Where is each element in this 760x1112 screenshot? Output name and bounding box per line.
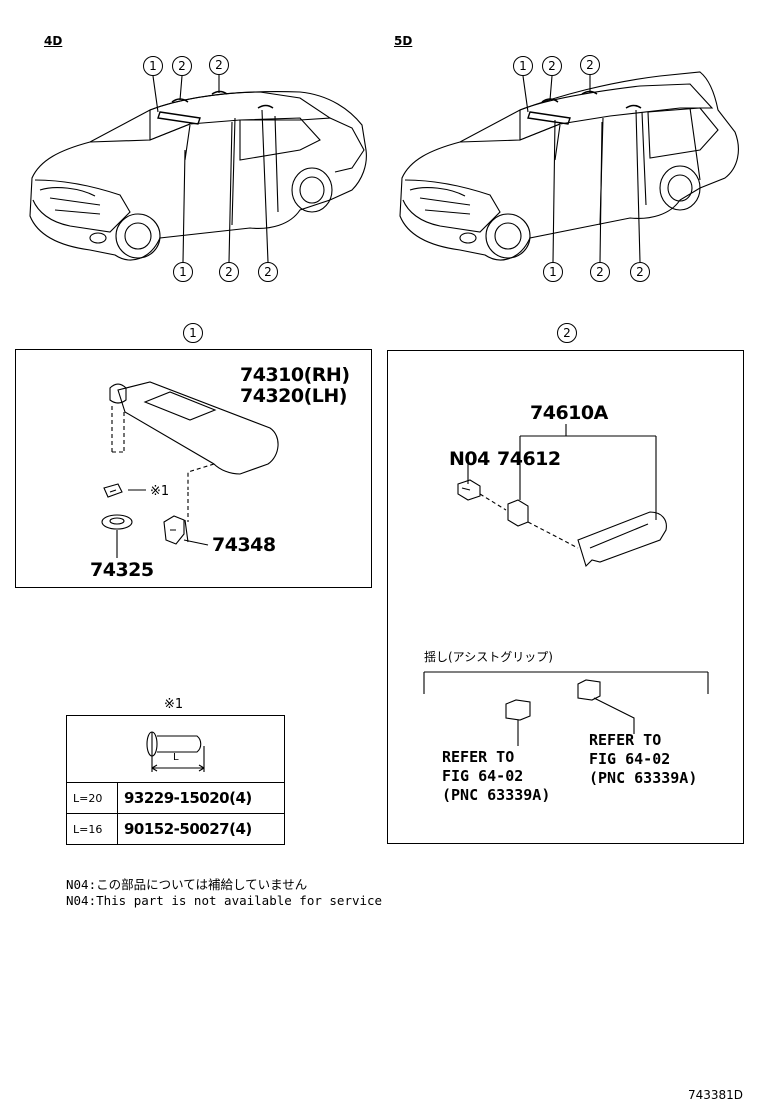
refer-note-right: REFER TO FIG 64-02 (PNC 63339A) [589, 731, 698, 787]
screw-part-cell: 93229-15020(4) [117, 782, 285, 814]
screw-length-cell: L=16 [66, 813, 118, 845]
table-row: L=20 93229-15020(4) [66, 782, 285, 814]
screw-reference-mark: ※1 [150, 484, 170, 499]
callout-visor-wagon-top: 1 [513, 56, 533, 76]
callout-grip-wagon-bottom-a: 2 [590, 262, 610, 282]
screw-icon [146, 731, 205, 772]
callout-grip-sedan-top-a: 2 [172, 56, 192, 76]
callout-visor-sedan-bottom: 1 [173, 262, 193, 282]
figure-id: 743381D [688, 1088, 744, 1102]
part-number-grip-cover: 74612 [497, 448, 561, 470]
wagon-view-label: 5D [394, 34, 413, 48]
screw-table: L L=20 93229-15020(4) L=16 90152-50027(4… [66, 715, 285, 845]
visor-panel [15, 349, 372, 588]
group2-header-callout: 2 [557, 323, 577, 343]
table-row: L=16 90152-50027(4) [66, 813, 285, 845]
length-dimension-label: L [173, 752, 179, 763]
callout-visor-wagon-bottom: 1 [543, 262, 563, 282]
callout-grip-sedan-bottom-b: 2 [258, 262, 278, 282]
callout-grip-wagon-top-b: 2 [580, 55, 600, 75]
callout-grip-sedan-top-b: 2 [209, 55, 229, 75]
group1-header-callout: 1 [183, 323, 203, 343]
part-number-holder: 74348 [212, 534, 276, 556]
callout-visor-sedan-top: 1 [143, 56, 163, 76]
screw-table-reference-mark: ※1 [164, 697, 184, 712]
assist-grip-panel [387, 350, 744, 844]
footnote-english: N04:This part is not available for servi… [66, 893, 383, 908]
screw-length-cell: L=20 [66, 782, 118, 814]
plug-section-heading: 揺し(アシストグリップ) [424, 650, 553, 664]
part-number-visor-lh: 74320(LH) [240, 385, 347, 407]
callout-grip-sedan-bottom-a: 2 [219, 262, 239, 282]
callout-grip-wagon-top-a: 2 [542, 56, 562, 76]
screw-diagram-cell: L [66, 715, 285, 783]
part-code-n04: N04 [449, 448, 490, 470]
part-number-visor-rh: 74310(RH) [240, 364, 350, 386]
footnote-japanese: N04:この部品については補給していません [66, 877, 308, 892]
part-number-assist-grip: 74610A [530, 402, 608, 424]
screw-part-cell: 90152-50027(4) [117, 813, 285, 845]
refer-note-left: REFER TO FIG 64-02 (PNC 63339A) [442, 748, 551, 804]
callout-grip-wagon-bottom-b: 2 [630, 262, 650, 282]
sedan-view-label: 4D [44, 34, 63, 48]
part-number-bracket: 74325 [90, 559, 154, 581]
